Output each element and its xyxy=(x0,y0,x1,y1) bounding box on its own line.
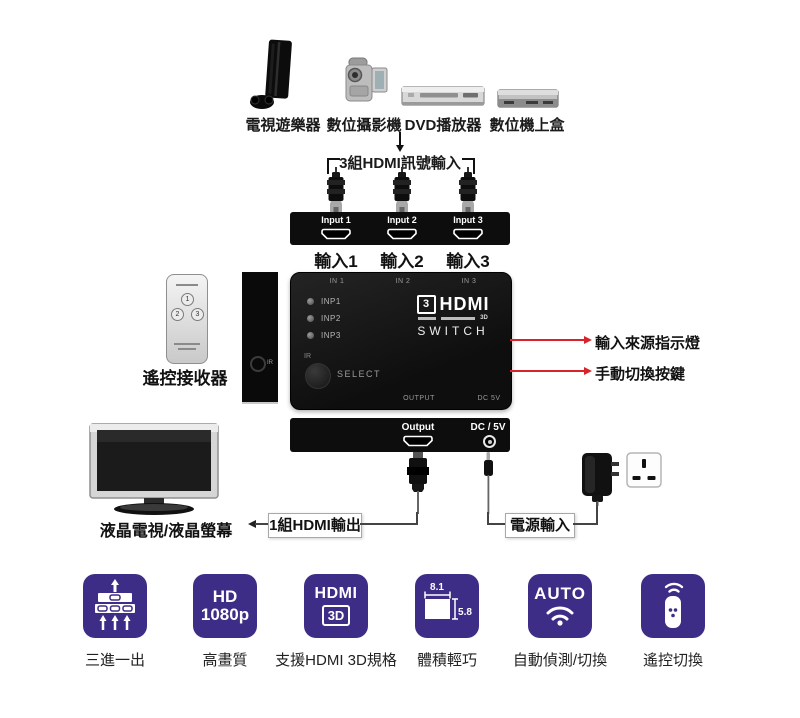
remote-control-icon xyxy=(641,574,705,638)
hdmi-port-icon xyxy=(387,228,417,240)
tv-icon xyxy=(89,423,219,515)
callout-line-button xyxy=(510,370,586,372)
hdmi-cable-2-icon xyxy=(393,167,411,212)
input-panel: Input 1 Input 2 Input 3 xyxy=(290,212,510,245)
dvd-player-icon xyxy=(401,86,485,106)
bracket-left xyxy=(327,158,340,174)
connector-line xyxy=(573,523,598,525)
input-port-label-2: Input 2 xyxy=(387,215,417,225)
connector-line xyxy=(360,523,418,525)
connector-line xyxy=(489,523,505,525)
svg-text:8.1: 8.1 xyxy=(430,582,444,593)
led-label-1: INP1 xyxy=(321,297,341,306)
switch-ir-label: IR xyxy=(304,353,311,360)
remote-receiver-label: 遙控接收器 xyxy=(142,369,228,388)
connector-line xyxy=(596,500,598,525)
connector-line xyxy=(416,512,418,525)
tv-label: 液晶電視/液晶螢幕 xyxy=(99,523,233,540)
wifi-icon xyxy=(546,606,574,626)
three-in-one-out-icon xyxy=(83,574,147,638)
dc-jack-icon xyxy=(483,435,496,448)
input-label-1: 輸入1 xyxy=(314,252,358,271)
feature-label-1: 三進一出 xyxy=(84,652,145,669)
compact-size-icon: 8.1 5.8 xyxy=(415,574,479,638)
callout-indicator-label: 輸入來源指示燈 xyxy=(595,335,701,352)
select-label: SELECT xyxy=(337,369,382,379)
device-label-game-console: 電視遊樂器 xyxy=(245,117,321,134)
power-in-label: 電源輸入 xyxy=(505,513,575,538)
hdmi-port-icon xyxy=(321,228,351,240)
feature-label-5: 自動偵測/切換 xyxy=(512,652,608,669)
switch-in3-label: IN 3 xyxy=(461,278,477,285)
svg-text:5.8: 5.8 xyxy=(458,607,472,618)
ir-window-icon xyxy=(250,356,266,372)
led-input3-icon xyxy=(307,332,314,339)
set-top-box-icon xyxy=(497,89,559,108)
switch-in1-label: IN 1 xyxy=(329,278,345,285)
switch-dc-label: DC 5V xyxy=(477,395,501,402)
camcorder-icon xyxy=(345,57,388,102)
device-label-camcorder: 數位攝影機 xyxy=(326,117,402,134)
logo-number: 3 xyxy=(416,295,436,314)
switch-logo: 3 HDMI 3D SWITCH xyxy=(403,295,503,338)
connector-line xyxy=(255,523,268,525)
input-label-2: 輸入2 xyxy=(380,252,424,271)
ir-receiver-panel: IR xyxy=(242,272,278,404)
down-connector-line xyxy=(399,132,401,145)
hdmi-cable-3-icon xyxy=(459,167,477,212)
feature-label-6: 遙控切換 xyxy=(642,652,703,669)
input-port-label-1: Input 1 xyxy=(321,215,351,225)
led-input2-icon xyxy=(307,315,314,322)
remote-button-3: 3 xyxy=(191,308,204,321)
game-console-icon xyxy=(250,39,292,109)
hdmi-cable-1-icon xyxy=(327,167,345,212)
output-panel: Output DC / 5V xyxy=(290,418,510,452)
bracket-right xyxy=(462,158,475,174)
switch-output-label: OUTPUT xyxy=(403,395,435,402)
down-arrow-icon xyxy=(396,145,404,152)
input-port-label-3: Input 3 xyxy=(453,215,483,225)
feature-label-4: 體積輕巧 xyxy=(416,652,477,669)
logo-brand: HDMI xyxy=(439,294,490,314)
device-label-dvd-player: DVD播放器 xyxy=(404,117,482,134)
hdmi-output-port-icon xyxy=(403,435,433,447)
remote-button-2: 2 xyxy=(171,308,184,321)
power-adapter-icon xyxy=(582,453,619,506)
dc-port-label: DC / 5V xyxy=(470,422,506,433)
callout-line-indicator xyxy=(510,339,586,341)
output-port-label: Output xyxy=(401,422,435,433)
device-label-set-top-box: 數位機上盒 xyxy=(489,117,565,134)
remote-control: 1 2 3 xyxy=(166,274,208,364)
switch-in2-label: IN 2 xyxy=(395,278,411,285)
led-label-2: INP2 xyxy=(321,314,341,323)
left-arrow-icon xyxy=(248,520,256,528)
hdmi-port-icon xyxy=(453,228,483,240)
feature-label-3: 支援HDMI 3D規格 xyxy=(275,652,397,669)
hdmi-output-cable-icon xyxy=(407,452,429,514)
hd-1080p-icon: HD 1080p xyxy=(193,574,257,638)
callout-arrow-icon xyxy=(584,367,592,375)
input-label-3: 輸入3 xyxy=(446,252,490,271)
led-label-3: INP3 xyxy=(321,331,341,340)
select-button xyxy=(305,363,331,389)
remote-button-1: 1 xyxy=(181,293,194,306)
led-input1-icon xyxy=(307,298,314,305)
ir-receiver-label: IR xyxy=(267,360,273,366)
hdmi-input-group-label: 3組HDMI訊號輸入 xyxy=(339,155,461,172)
callout-button-label: 手動切換按鍵 xyxy=(595,366,686,383)
hdmi-3d-icon: HDMI 3D xyxy=(304,574,368,638)
connector-line xyxy=(487,512,489,525)
logo-3d: 3D xyxy=(480,315,488,321)
dc-plug-icon xyxy=(484,452,493,514)
wall-socket-icon xyxy=(626,452,662,488)
logo-name: SWITCH xyxy=(417,324,489,338)
feature-label-2: 高畫質 xyxy=(202,652,248,669)
callout-arrow-icon xyxy=(584,336,592,344)
hdmi-switch-device: IN 1 IN 2 IN 3 INP1 INP2 INP3 3 HDMI 3D … xyxy=(290,272,512,410)
auto-detect-icon: AUTO xyxy=(528,574,592,638)
hdmi-out-label: 1組HDMI輸出 xyxy=(268,513,362,538)
